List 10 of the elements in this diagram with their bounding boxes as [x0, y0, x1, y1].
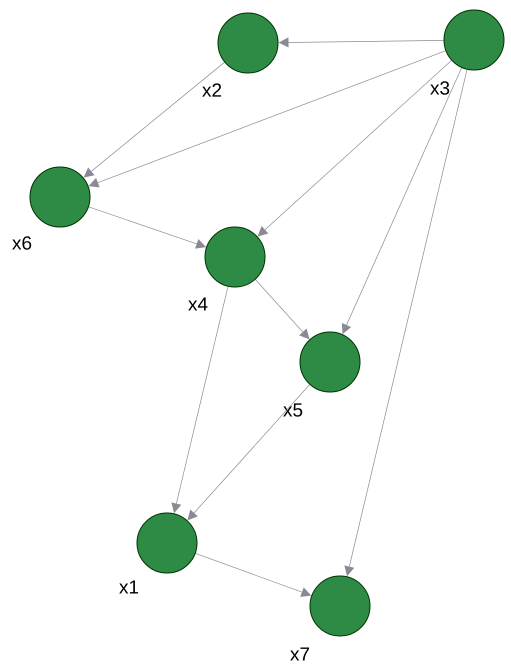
node-label: x7 — [290, 647, 310, 661]
node-label: x5 — [283, 403, 302, 417]
arrow — [84, 62, 225, 178]
node-label: x6 — [12, 236, 32, 250]
node-label: x4 — [188, 297, 208, 311]
node-label: x2 — [202, 83, 222, 97]
arrow — [88, 50, 446, 188]
node-label: x1 — [119, 580, 138, 594]
arrow — [258, 60, 452, 236]
node-label: x3 — [430, 81, 450, 95]
